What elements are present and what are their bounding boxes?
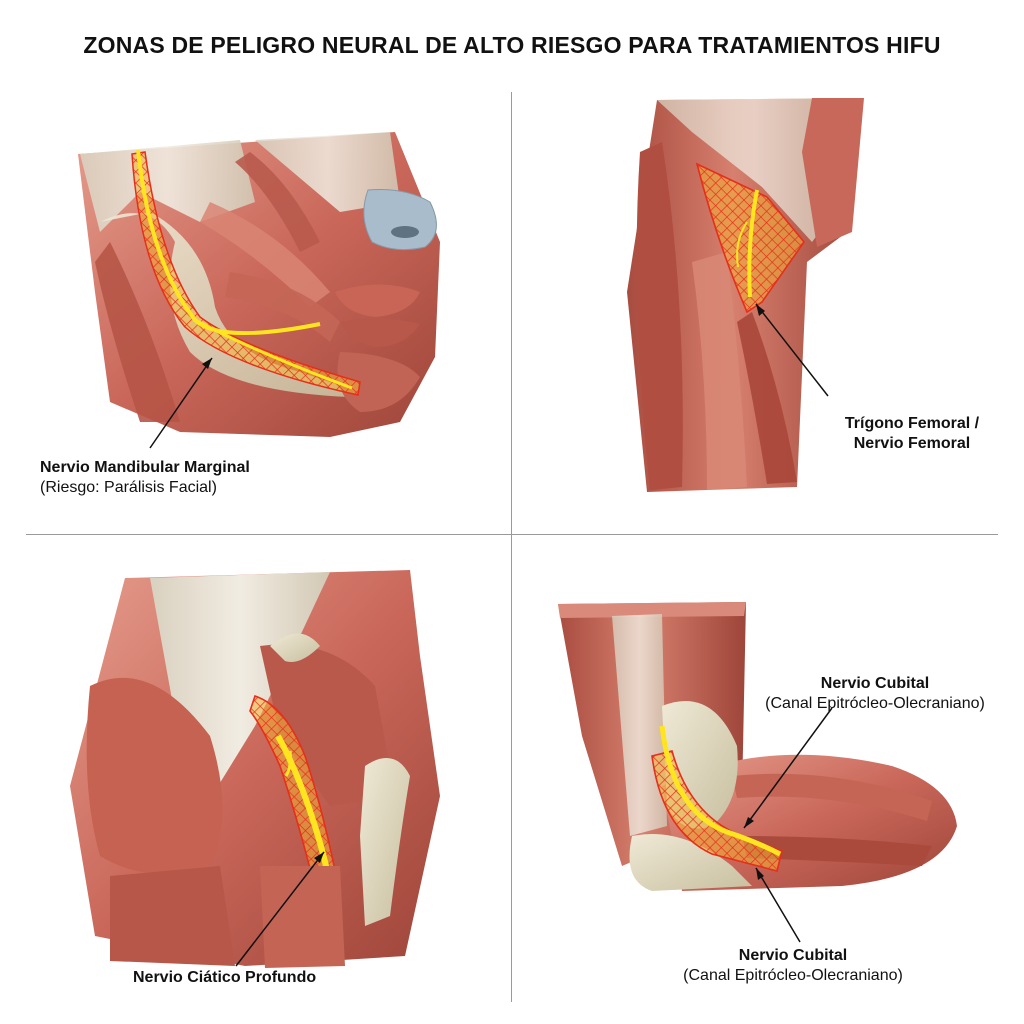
elbow-panel: Nervio Cubital (Canal Epitrócleo-Olecran… bbox=[512, 536, 1024, 1004]
gluteal-label: Nervio Ciático Profundo bbox=[133, 968, 316, 988]
gluteal-illustration bbox=[70, 570, 440, 968]
thigh-label-line1: Trígono Femoral / bbox=[844, 415, 980, 432]
face-label-note: (Riesgo: Parálisis Facial) bbox=[40, 479, 217, 496]
thigh-panel: Trígono Femoral / Nervio Femoral bbox=[512, 92, 1024, 532]
thigh-label: Trígono Femoral / Nervio Femoral bbox=[812, 414, 1012, 454]
horizontal-divider bbox=[26, 534, 998, 535]
elbow-label-top-note: (Canal Epitrócleo-Olecraniano) bbox=[765, 695, 985, 712]
thigh-pointer bbox=[755, 303, 829, 397]
elbow-label-top: Nervio Cubital (Canal Epitrócleo-Olecran… bbox=[744, 674, 1006, 714]
elbow-label-bottom: Nervio Cubital (Canal Epitrócleo-Olecran… bbox=[662, 946, 924, 986]
elbow-label-bottom-name: Nervio Cubital bbox=[738, 947, 848, 964]
elbow-label-bottom-note: (Canal Epitrócleo-Olecraniano) bbox=[683, 967, 903, 984]
thigh-illustration bbox=[627, 98, 864, 492]
elbow-label-top-name: Nervio Cubital bbox=[820, 675, 930, 692]
vertical-divider bbox=[511, 92, 512, 1002]
gluteal-panel: Nervio Ciático Profundo bbox=[0, 536, 511, 1004]
face-panel: Nervio Mandibular Marginal (Riesgo: Pará… bbox=[0, 92, 511, 532]
elbow-pointers bbox=[743, 707, 833, 943]
face-pointer bbox=[149, 357, 213, 449]
face-label: Nervio Mandibular Marginal (Riesgo: Pará… bbox=[40, 458, 250, 498]
gluteal-label-name: Nervio Ciático Profundo bbox=[133, 969, 317, 986]
page-title: ZONAS DE PELIGRO NEURAL DE ALTO RIESGO P… bbox=[83, 32, 941, 58]
face-illustration bbox=[78, 132, 440, 437]
elbow-illustration bbox=[558, 602, 957, 891]
face-label-name: Nervio Mandibular Marginal bbox=[40, 459, 250, 476]
gluteal-pointer bbox=[235, 851, 325, 967]
thigh-label-line2: Nervio Femoral bbox=[853, 435, 971, 452]
